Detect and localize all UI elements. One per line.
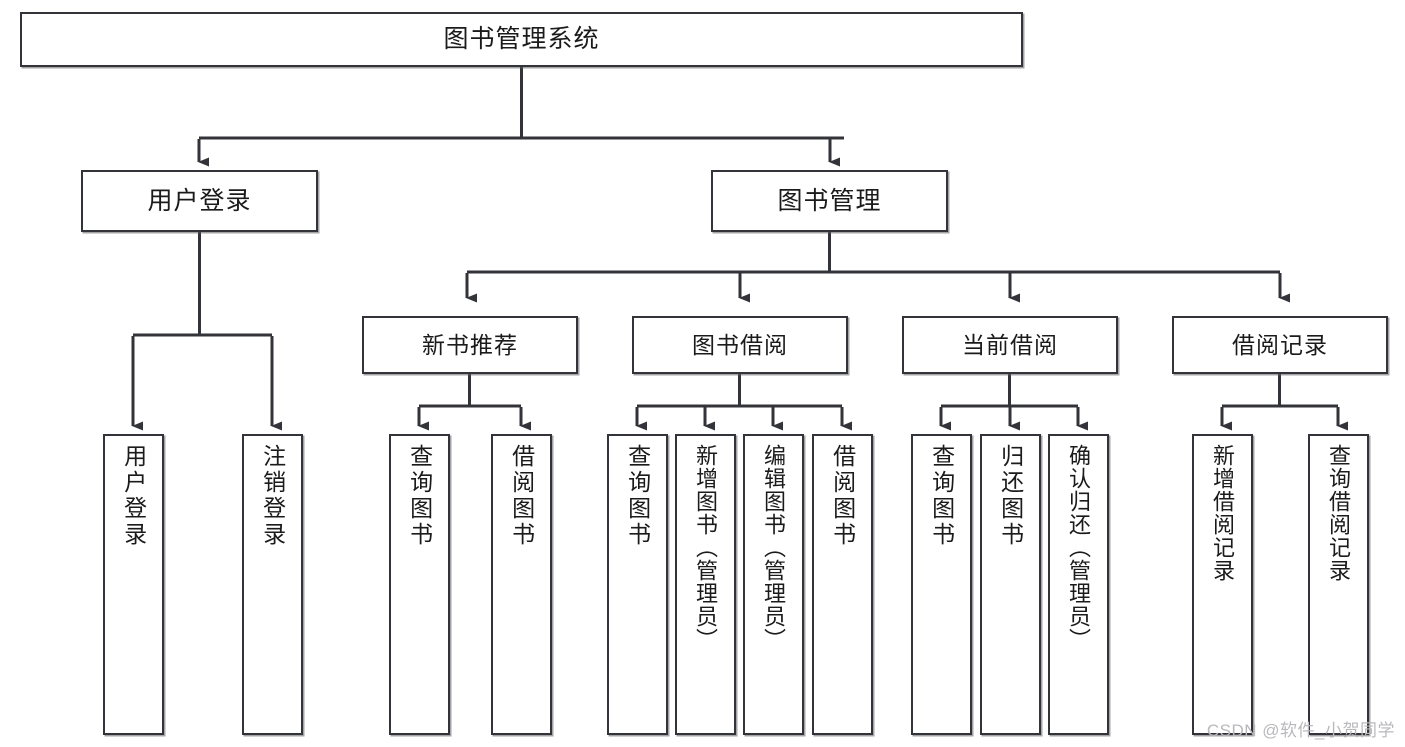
node-leaf-add-book[interactable]: 新增图书（管理员） bbox=[675, 434, 736, 735]
node-leaf-query-record[interactable]: 查询借阅记录 bbox=[1308, 434, 1369, 735]
node-leaf-user-login-label: 用户登录 bbox=[120, 444, 147, 548]
node-new-book-recommend-label: 新书推荐 bbox=[422, 331, 518, 358]
node-leaf-add-record-label: 新增借阅记录 bbox=[1210, 444, 1236, 582]
node-leaf-logout-label: 注销登录 bbox=[259, 444, 286, 548]
node-leaf-return-book-label: 归还图书 bbox=[997, 444, 1024, 548]
node-book-manage[interactable]: 图书管理 bbox=[711, 170, 948, 232]
node-leaf-logout[interactable]: 注销登录 bbox=[242, 434, 303, 735]
node-leaf-query-book-2[interactable]: 查询图书 bbox=[607, 434, 668, 735]
node-leaf-return-book[interactable]: 归还图书 bbox=[980, 434, 1041, 735]
node-leaf-query-book-2-label: 查询图书 bbox=[624, 444, 651, 548]
node-leaf-confirm-return[interactable]: 确认归还（管理员） bbox=[1048, 434, 1109, 735]
node-borrow-record[interactable]: 借阅记录 bbox=[1172, 316, 1388, 374]
node-current-borrow[interactable]: 当前借阅 bbox=[902, 316, 1118, 374]
node-leaf-edit-book-label: 编辑图书（管理员） bbox=[761, 444, 787, 651]
node-leaf-borrow-book-2-label: 借阅图书 bbox=[829, 444, 856, 548]
node-leaf-add-book-label: 新增图书（管理员） bbox=[693, 444, 719, 651]
node-user-login[interactable]: 用户登录 bbox=[81, 170, 318, 232]
node-leaf-query-book-3-label: 查询图书 bbox=[928, 444, 955, 548]
node-current-borrow-label: 当前借阅 bbox=[962, 331, 1058, 358]
csdn-watermark: CSDN @软件_小贺同学 bbox=[1206, 721, 1395, 740]
node-book-manage-label: 图书管理 bbox=[777, 186, 882, 215]
node-root-system-label: 图书管理系统 bbox=[443, 25, 600, 54]
node-leaf-edit-book[interactable]: 编辑图书（管理员） bbox=[743, 434, 804, 735]
node-leaf-confirm-return-label: 确认归还（管理员） bbox=[1066, 444, 1092, 651]
node-leaf-borrow-book-1-label: 借阅图书 bbox=[508, 444, 535, 548]
node-user-login-label: 用户登录 bbox=[147, 186, 252, 215]
node-leaf-user-login[interactable]: 用户登录 bbox=[103, 434, 164, 735]
node-leaf-query-book-3[interactable]: 查询图书 bbox=[911, 434, 972, 735]
node-root-system[interactable]: 图书管理系统 bbox=[20, 12, 1023, 67]
node-new-book-recommend[interactable]: 新书推荐 bbox=[362, 316, 578, 374]
node-leaf-add-record[interactable]: 新增借阅记录 bbox=[1192, 434, 1253, 735]
node-leaf-borrow-book-1[interactable]: 借阅图书 bbox=[491, 434, 552, 735]
node-borrow-record-label: 借阅记录 bbox=[1232, 331, 1328, 358]
node-leaf-query-book-1-label: 查询图书 bbox=[406, 444, 433, 548]
node-book-borrow[interactable]: 图书借阅 bbox=[632, 316, 848, 374]
node-leaf-borrow-book-2[interactable]: 借阅图书 bbox=[812, 434, 873, 735]
node-leaf-query-book-1[interactable]: 查询图书 bbox=[389, 434, 450, 735]
node-book-borrow-label: 图书借阅 bbox=[692, 331, 788, 358]
node-leaf-query-record-label: 查询借阅记录 bbox=[1326, 444, 1352, 582]
